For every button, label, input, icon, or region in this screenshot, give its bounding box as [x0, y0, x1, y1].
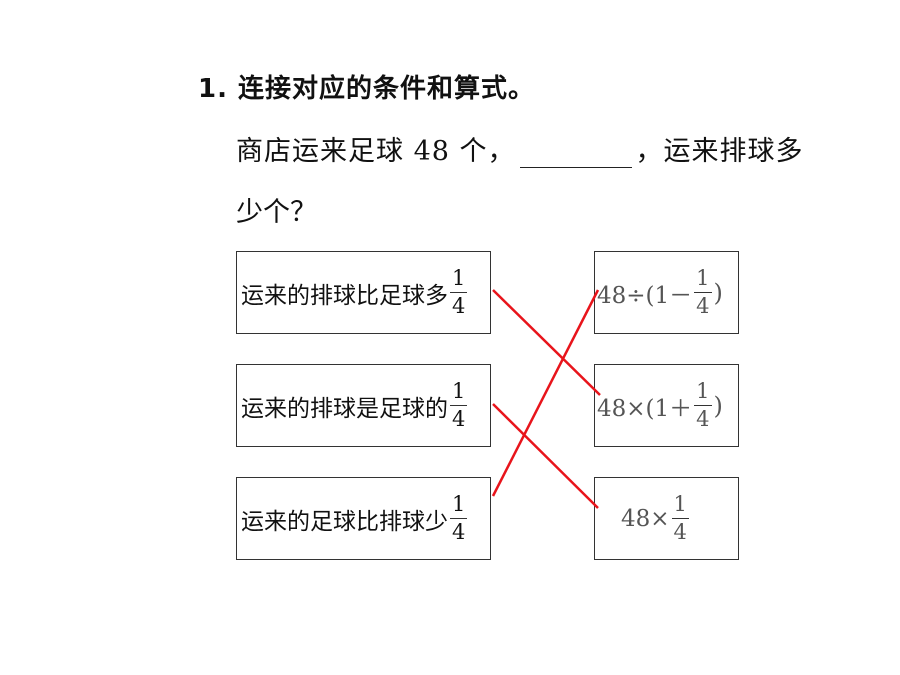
question-prompt: 连接对应的条件和算式。	[237, 74, 535, 104]
fraction-numerator: 1	[673, 492, 687, 516]
question-text-line2: 少个？	[236, 197, 317, 228]
connection-line-2	[492, 403, 599, 509]
connection-line-1	[492, 289, 601, 396]
expression-prefix: 48×	[621, 505, 670, 532]
fraction-denominator: 4	[450, 518, 468, 544]
fraction-denominator: 4	[694, 405, 712, 431]
condition-text: 运来的排球是足球的	[241, 395, 448, 422]
fraction-numerator: 1	[452, 492, 466, 516]
condition-text: 运来的排球比足球多	[241, 282, 448, 309]
text-before-blank: 商店运来足球 48 个，	[236, 136, 516, 167]
fraction-denominator: 4	[450, 405, 468, 431]
expression-suffix: )	[713, 278, 723, 307]
answer-blank[interactable]	[519, 137, 632, 168]
question-number: 1.	[198, 74, 228, 104]
question-text-line1: 商店运来足球 48 个， ，运来排球多	[236, 129, 804, 168]
fraction-denominator: 4	[450, 292, 468, 318]
condition-text: 运来的足球比排球少	[241, 508, 448, 535]
fraction-numerator: 1	[696, 379, 710, 403]
fraction-numerator: 1	[696, 266, 710, 290]
question-title: 1. 连接对应的条件和算式。	[198, 68, 535, 105]
fraction-numerator: 1	[452, 379, 466, 403]
expression-prefix: 48÷(1－	[597, 282, 693, 309]
connection-line-3	[491, 289, 600, 497]
expression-suffix: )	[713, 391, 723, 420]
fraction-denominator: 4	[671, 518, 689, 544]
expression-prefix: 48×(1＋	[597, 395, 693, 422]
fraction-numerator: 1	[452, 266, 466, 290]
text-after-blank: ，运来排球多	[635, 136, 804, 167]
fraction-denominator: 4	[694, 292, 712, 318]
